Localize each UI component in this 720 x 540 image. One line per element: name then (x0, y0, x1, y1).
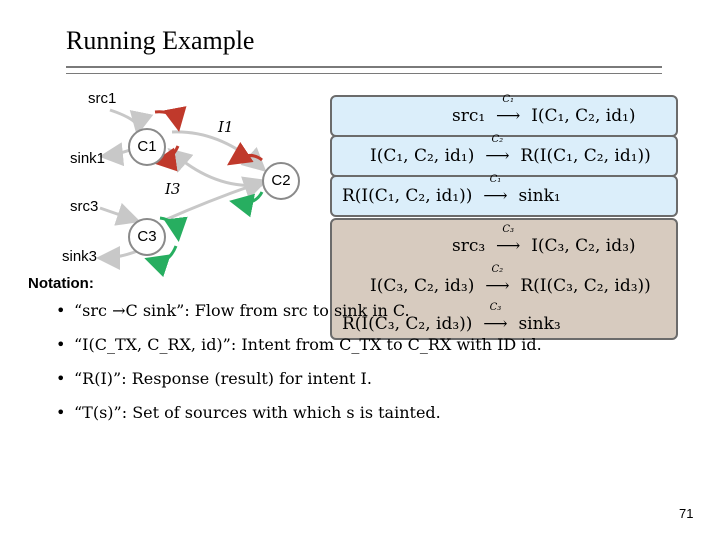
title-rule (66, 66, 662, 68)
tan-flow-3: R(I(C₃, C₂, id₃))C₃⟶sink₃ (342, 302, 561, 334)
node-sink1-label: sink1 (70, 150, 106, 167)
tan-flow-panel (330, 218, 678, 340)
component-c3: C3 (128, 218, 166, 256)
blue-flow-2: I(C₁, C₂, id₁)C₂⟶R(I(C₁, C₂, id₁)) (370, 134, 651, 166)
notation-item: •“I(C_TX, C_RX, id)”: Intent from C_TX t… (56, 335, 542, 354)
notation-item: •“R(I)”: Response (result) for intent I. (56, 369, 372, 388)
notation-list: •“src →C sink”: Flow from src to sink in… (56, 298, 696, 434)
component-c2: C2 (262, 162, 300, 200)
green-arrow-c3-bottom (144, 245, 178, 278)
notation-item: •“T(s)”: Set of sources with which s is … (56, 403, 441, 422)
node-sink3-label: sink3 (62, 248, 98, 265)
green-arrow-c2 (229, 191, 264, 218)
notation-item: •“src →C sink”: Flow from src to sink in… (56, 301, 410, 320)
slide-title: Running Example (66, 26, 255, 55)
blue-flow-3: R(I(C₁, C₂, id₁))C₁⟶sink₁ (342, 174, 561, 206)
edge-src1-c1 (109, 108, 154, 136)
red-arrow-c1-right (152, 145, 180, 172)
component-c1: C1 (128, 128, 166, 166)
red-arrow-c1-top (154, 106, 187, 132)
intent-i3-label: I3 (165, 180, 181, 198)
edge-c1-sink1 (99, 142, 131, 167)
notation-heading: Notation: (28, 275, 94, 292)
edge-c3-c2 (164, 176, 268, 222)
title-rule-thin (66, 73, 662, 74)
green-arrow-c3-top (159, 216, 188, 242)
blue-flow-row-3 (330, 175, 678, 217)
red-arrow-c2-top (227, 142, 263, 166)
page-number: 71 (679, 506, 694, 521)
edge-src3-c3 (99, 202, 141, 226)
node-src3-label: src3 (70, 198, 99, 215)
node-src1-label: src1 (88, 90, 117, 107)
blue-flow-row-1 (330, 95, 678, 137)
tan-flow-2: I(C₃, C₂, id₃)C₂⟶R(I(C₃, C₂, id₃)) (370, 264, 651, 296)
intent-i1-label: I1 (218, 118, 234, 136)
